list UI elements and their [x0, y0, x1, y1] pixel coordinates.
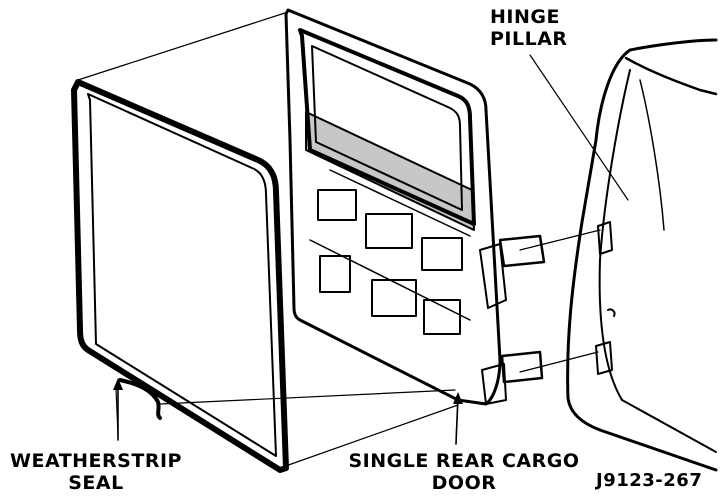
weatherstrip-seal-label-line-2: SEAL: [68, 472, 124, 494]
hinge-pillar-label-line-1: HINGE: [490, 6, 560, 28]
figure-code: J9123-267: [596, 470, 703, 491]
rear-cargo-door-shape: [284, 8, 546, 406]
weatherstrip-seal-label-line-1: WEATHERSTRIP: [10, 450, 182, 472]
hinge-pillar-shape: [566, 38, 718, 472]
projection-lines: [77, 11, 629, 469]
rear-cargo-door-label: SINGLE REAR CARGO DOOR: [346, 450, 582, 494]
rear-cargo-door-label-line-1: SINGLE REAR CARGO: [348, 450, 580, 472]
weatherstrip-seal-shape: [71, 79, 289, 473]
hinge-pillar-label: HINGE PILLAR: [490, 6, 568, 50]
weatherstrip-seal-label: WEATHERSTRIP SEAL: [6, 450, 186, 494]
hinge-pillar-label-line-2: PILLAR: [490, 28, 568, 50]
leader-arrowheads: [113, 378, 463, 404]
rear-cargo-door-label-line-2: DOOR: [431, 472, 497, 494]
leader-lines: [117, 381, 459, 445]
